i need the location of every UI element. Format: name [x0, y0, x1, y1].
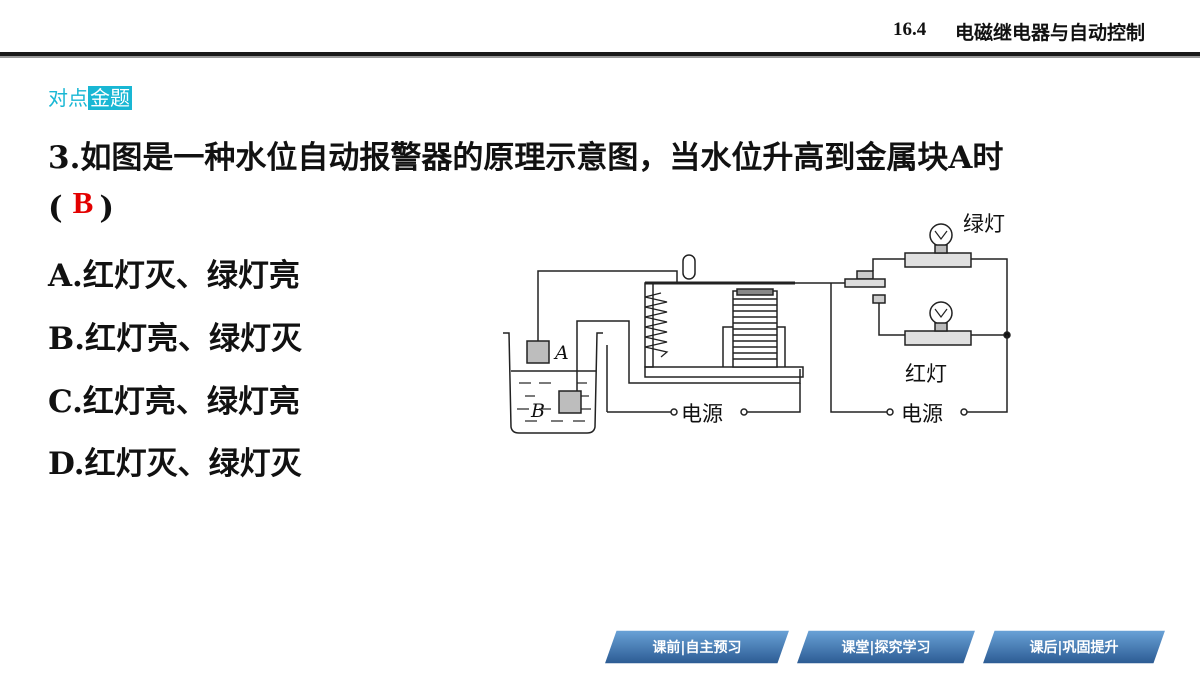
nav-button-preview[interactable]: 课前|自主预习 [602, 628, 792, 668]
tag-part-2: 金题 [88, 86, 132, 110]
nav-label-classroom: 课堂|探究学习 [841, 640, 931, 656]
red-lamp-bulb [929, 301, 953, 325]
option-d: D.红灯灭、绿灯灭 [48, 446, 302, 482]
switch-upper-contact [856, 270, 874, 280]
wire-right-power-armature [830, 283, 887, 413]
wire-right-down [967, 335, 1008, 413]
section-title: 电磁继电器与自动控制 [955, 22, 1146, 44]
answer-paren-open: ( [48, 190, 63, 226]
header-bar: 16.4 电磁继电器与自动控制 [0, 0, 1200, 58]
power-left-label: 电源 [681, 402, 723, 426]
green-lamp-base [904, 252, 972, 268]
section-number: 16.4 [893, 19, 927, 40]
nav-button-bg [602, 629, 792, 665]
terminal-right-1 [886, 408, 894, 416]
option-a: A.红灯灭、绿灯亮 [48, 258, 300, 294]
magnet-top [736, 288, 774, 296]
label-b: B [530, 400, 545, 422]
nav-button-classroom[interactable]: 课堂|探究学习 [794, 628, 978, 668]
red-lamp-base [904, 330, 972, 346]
spring [644, 292, 669, 358]
beaker [503, 332, 603, 434]
question-text: 3.如图是一种水位自动报警器的原理示意图，当水位升高到金属块A时 [48, 140, 1004, 176]
tag-part-1: 对点 [48, 86, 88, 110]
terminal-left-1 [670, 408, 678, 416]
nav-label-review: 课后|巩固提升 [1029, 640, 1119, 656]
wire-green-right [971, 258, 1008, 335]
metal-block-a [526, 340, 550, 364]
terminal-left-2 [740, 408, 748, 416]
switch-arm [844, 278, 886, 288]
red-lamp-label: 红灯 [905, 362, 947, 386]
wire-coil-left [722, 326, 733, 367]
green-lamp-bulb [929, 223, 953, 247]
switch-lower-contact [872, 294, 886, 304]
wire-power-left-return [747, 383, 801, 413]
relay-base [644, 366, 804, 378]
green-lamp-label: 绿灯 [963, 212, 1005, 236]
answer-letter: B [72, 185, 94, 220]
power-right-label: 电源 [901, 402, 943, 426]
answer-line: ( B) [48, 185, 115, 226]
nav-button-bg [794, 629, 978, 665]
metal-block-b [558, 390, 582, 414]
wire-a [537, 270, 678, 341]
nav-label-preview: 课前|自主预习 [652, 640, 742, 656]
answer-paren-close: ) [99, 190, 115, 226]
section-tag: 对点金题 [48, 85, 132, 111]
wire-coil-right [777, 326, 786, 367]
wire-switch-red [878, 303, 905, 336]
wire-switch-green [872, 258, 905, 271]
nav-button-bg [980, 629, 1168, 665]
header-divider-shadow [0, 56, 1200, 58]
wire-b [576, 320, 801, 391]
option-c: C.红灯亮、绿灯亮 [48, 384, 300, 420]
coil [733, 298, 777, 360]
option-b: B.红灯亮、绿灯灭 [48, 321, 302, 357]
nav-button-review[interactable]: 课后|巩固提升 [980, 628, 1168, 668]
circuit-diagram: A B 电源 绿灯 红灯 [503, 212, 1011, 434]
label-a: A [553, 342, 569, 364]
spring-cap [682, 254, 696, 280]
terminal-right-2 [960, 408, 968, 416]
header-divider [0, 52, 1200, 56]
